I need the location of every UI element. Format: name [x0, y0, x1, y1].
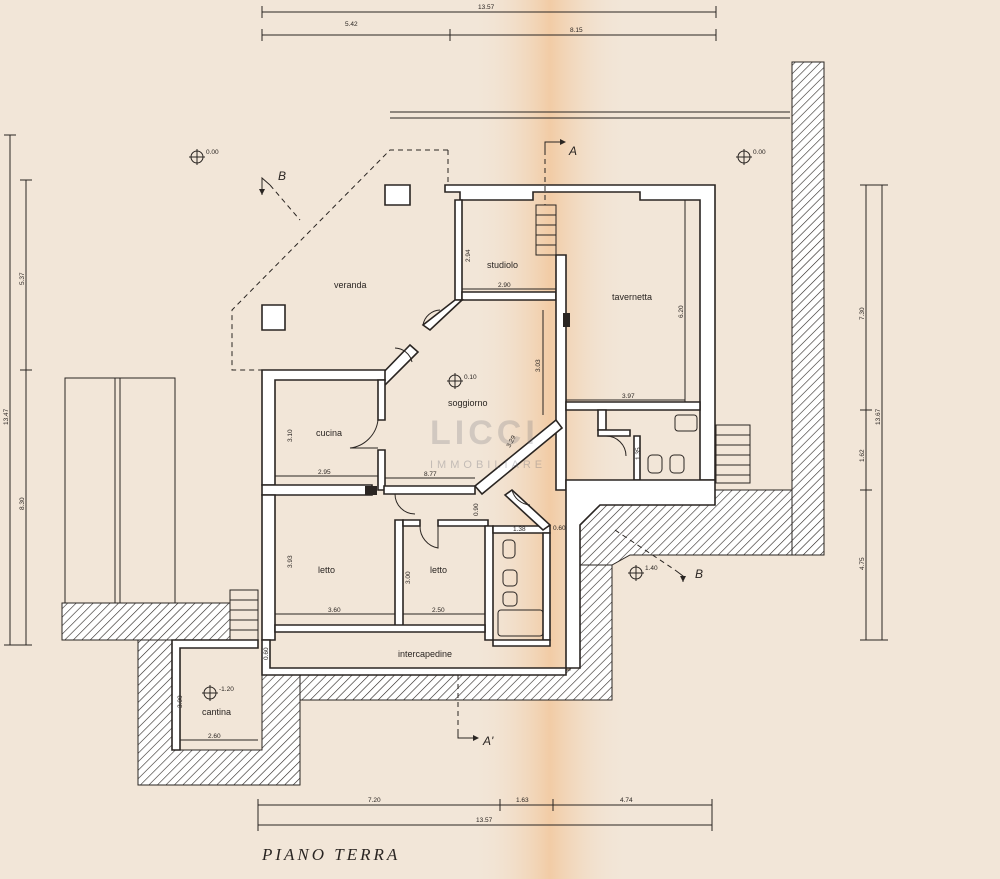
level-soggiorno: 0.10	[464, 374, 477, 381]
dim-letto2-h: 3.00	[405, 571, 412, 584]
room-veranda: veranda	[334, 280, 367, 290]
level-cantina: -1.20	[219, 686, 234, 693]
interior-dimensions: 2.94 2.90 6.20 3.97 3.03 3.29 8.77 3.10 …	[177, 200, 686, 741]
building-walls	[171, 184, 716, 751]
dim-cucina-w: 2.95	[318, 469, 331, 476]
dim-bottom-total: 13.57	[476, 817, 493, 824]
dim-soggiorno-h: 3.03	[535, 359, 542, 372]
watermark-brand: LICCI	[430, 414, 539, 452]
level-top-left: 0.00	[206, 149, 219, 156]
room-studiolo: studiolo	[487, 260, 518, 270]
top-dimensions: 13.57 5.42 8.15	[261, 4, 717, 41]
level-marker-top-right: 0.00	[736, 149, 766, 165]
watermark-sub: IMMOBILIARE	[430, 459, 546, 471]
section-b-top: B	[278, 169, 286, 183]
dim-top-right: 8.15	[570, 27, 583, 34]
dim-letto2-w: 2.50	[432, 607, 445, 614]
dim-bottom-left: 7.20	[368, 797, 381, 804]
dim-corr-w: 0.60	[553, 525, 566, 532]
dim-wc-h: 1.35	[635, 447, 642, 460]
dim-studiolo-w: 2.90	[498, 282, 511, 289]
level-marker-cantina: -1.20	[202, 685, 234, 701]
room-tavernetta: tavernetta	[612, 292, 652, 302]
dim-cantina-w: 2.60	[208, 733, 221, 740]
dim-letto1-h: 3.93	[287, 555, 294, 568]
level-marker-right: 1.40	[628, 565, 658, 581]
plan-title: PIANO TERRA	[261, 845, 400, 864]
room-cantina: cantina	[202, 707, 231, 717]
stairs-right	[715, 424, 751, 484]
dim-letto1-w: 3.60	[328, 607, 341, 614]
door-marker	[365, 486, 377, 495]
dim-bottom-mid: 1.63	[516, 797, 529, 804]
section-b-right: B	[695, 567, 703, 581]
bottom-dimensions: 7.20 1.63 4.74 13.57	[257, 797, 713, 831]
dim-tavernetta-h: 6.20	[678, 305, 685, 318]
dim-right-total: 13.67	[875, 408, 882, 425]
dim-cantina-h: 3.00	[177, 695, 184, 708]
veranda-outline	[231, 149, 449, 371]
room-letto-left: letto	[318, 565, 335, 575]
dim-studiolo-h: 2.94	[465, 249, 472, 262]
room-cucina: cucina	[316, 428, 342, 438]
paper-fold-band	[470, 0, 630, 879]
door-marker	[563, 313, 570, 327]
room-soggiorno: soggiorno	[448, 398, 488, 408]
dim-cucina-h: 3.10	[287, 429, 294, 442]
level-top-right: 0.00	[753, 149, 766, 156]
room-intercapedine: intercapedine	[398, 649, 452, 659]
dim-right-upper: 7.30	[859, 307, 866, 320]
bathroom-fixtures	[497, 414, 698, 637]
door-swings	[349, 309, 627, 549]
section-b-line: B B	[259, 169, 703, 582]
room-letto-right: letto	[430, 565, 447, 575]
dim-right-lower: 4.75	[859, 557, 866, 570]
level-right: 1.40	[645, 565, 658, 572]
dim-left-upper: 5.37	[19, 272, 26, 285]
dim-right-mid: 1.62	[859, 449, 866, 462]
dim-soggiorno-w: 8.77	[424, 471, 437, 478]
dim-top-total: 13.57	[478, 4, 495, 11]
level-marker-soggiorno: 0.10	[447, 373, 477, 389]
dim-inter-h: 0.60	[263, 647, 270, 660]
dim-top-left: 5.42	[345, 21, 358, 28]
dim-bath-w: 1.38	[513, 526, 526, 533]
left-dimensions: 13.47 5.37 8.30	[3, 134, 32, 646]
section-a-bottom: A'	[482, 734, 494, 748]
left-annex	[64, 377, 176, 604]
section-a-line: A A'	[457, 139, 577, 748]
right-dimensions: 7.30 1.62 4.75 13.67	[859, 184, 888, 641]
dim-tavernetta-w: 3.97	[622, 393, 635, 400]
section-a-top: A	[568, 144, 577, 158]
level-marker-top-left: 0.00	[189, 149, 219, 165]
dim-left-lower: 8.30	[19, 497, 26, 510]
stairs-left	[229, 589, 259, 641]
dim-left-total: 13.47	[3, 408, 10, 425]
dim-bottom-right: 4.74	[620, 797, 633, 804]
dim-hall-w: 0.90	[473, 503, 480, 516]
stairs-tavernetta	[535, 204, 557, 256]
